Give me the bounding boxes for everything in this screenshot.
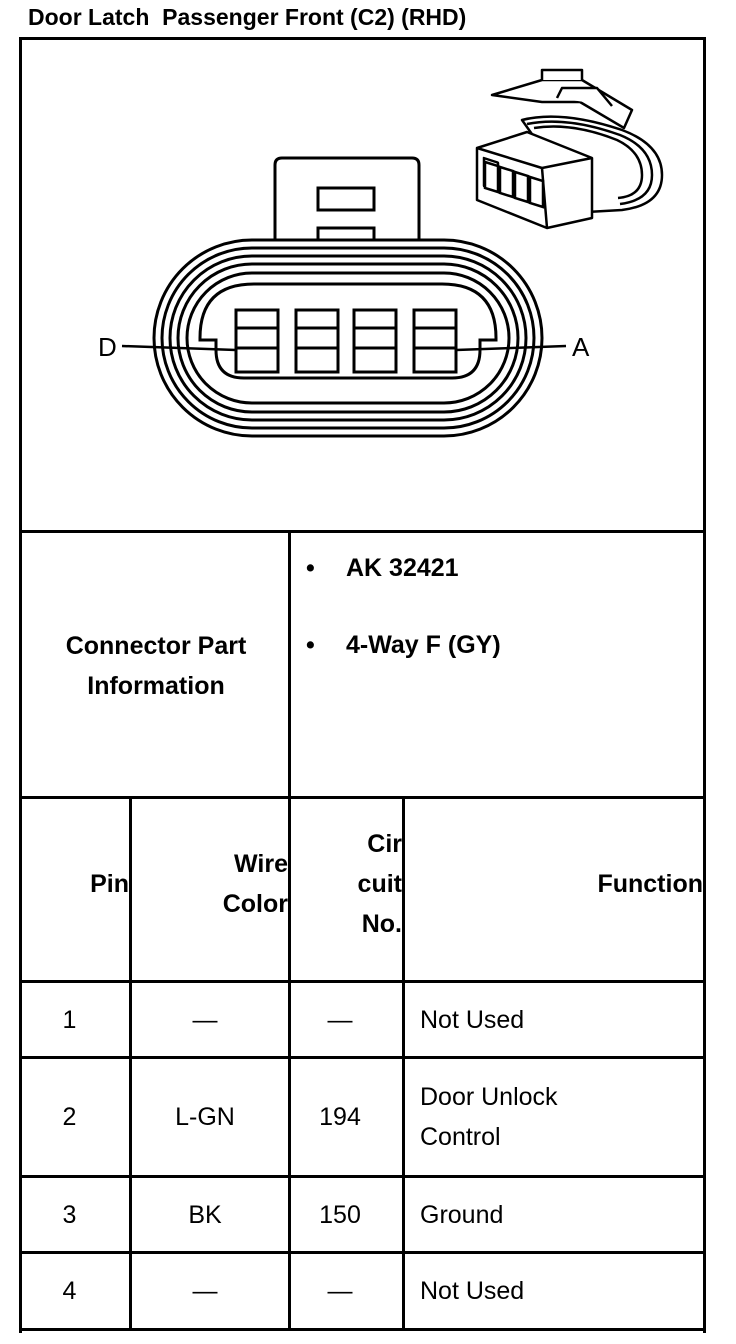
divider — [19, 1328, 706, 1331]
list-item: • AK 32421 — [306, 548, 501, 588]
cell-function-line: Door Unlock — [420, 1083, 558, 1111]
header-function-text: Function — [597, 869, 703, 898]
pin-label-a: A — [572, 332, 590, 362]
header-pin-text: Pin — [90, 869, 129, 898]
divider — [19, 796, 706, 799]
cell-pin: 4 — [62, 1277, 77, 1305]
cell-function: Not Used — [420, 1277, 525, 1305]
info-label-line: Connector Part — [65, 631, 247, 660]
bullet-icon: • — [306, 554, 315, 582]
connector-face-diagram: D A — [98, 68, 664, 438]
cell-circuit: 150 — [319, 1200, 361, 1229]
divider — [129, 796, 132, 1331]
cell-pin: 2 — [62, 1103, 77, 1131]
cell-wire-color: BK — [188, 1200, 222, 1229]
cell-wire-color: — — [192, 1005, 218, 1034]
header-wire-color-line: Wire — [234, 849, 288, 878]
cell-wire-color: L-GN — [175, 1103, 235, 1131]
connector-type: 4-Way F (GY) — [346, 631, 501, 659]
header-wire-color: Wire Color — [132, 799, 288, 980]
connector-part-info-label: Connector Part Information — [22, 535, 290, 796]
part-number: AK 32421 — [346, 554, 459, 582]
divider — [402, 796, 405, 1331]
cell-function: Not Used — [420, 1005, 525, 1034]
cell-function-line: Control — [420, 1123, 501, 1151]
header-circuit-line: No. — [361, 909, 402, 938]
cell-pin: 1 — [62, 1005, 77, 1034]
header-wire-color-line: Color — [222, 889, 288, 918]
info-label-line: Information — [87, 671, 225, 700]
header-function: Function — [405, 799, 703, 980]
cell-circuit: — — [327, 1005, 353, 1034]
list-item: • 4-Way F (GY) — [306, 625, 501, 665]
pin-label-d: D — [98, 332, 117, 362]
cell-function: Door Unlock Control — [420, 1059, 700, 1175]
divider — [19, 530, 706, 533]
divider — [19, 980, 706, 983]
divider — [288, 530, 291, 1331]
cell-function: Ground — [420, 1200, 504, 1229]
page-title: Door Latch Passenger Front (C2) (RHD) — [28, 4, 467, 30]
divider — [19, 1175, 706, 1178]
divider — [19, 1251, 706, 1254]
connector-part-info-list: • AK 32421 • 4-Way F (GY) — [306, 548, 501, 702]
header-pin: Pin — [22, 799, 129, 980]
bullet-icon: • — [306, 631, 315, 659]
cell-circuit: 194 — [319, 1103, 361, 1131]
cell-circuit: — — [327, 1277, 353, 1305]
divider — [19, 1056, 706, 1059]
header-circuit-no: Cir cuit No. — [291, 799, 402, 980]
header-circuit-line: Cir — [367, 829, 402, 858]
header-circuit-line: cuit — [357, 869, 402, 898]
connector-table-frame — [19, 37, 706, 1333]
cell-wire-color: — — [192, 1277, 218, 1305]
cell-pin: 3 — [62, 1200, 77, 1229]
